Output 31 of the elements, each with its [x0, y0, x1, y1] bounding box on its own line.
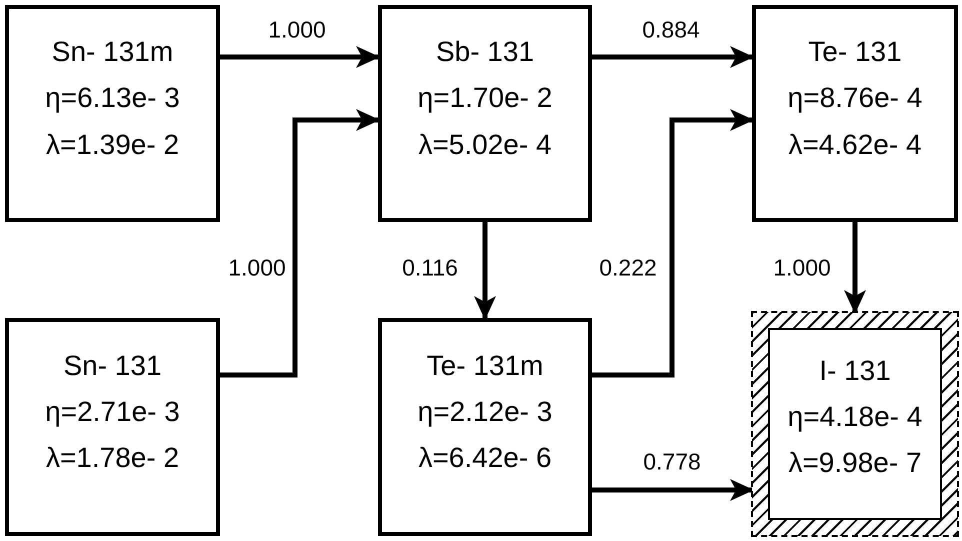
parameter-text: η=4.18e- 4	[788, 400, 922, 434]
arrow	[474, 222, 496, 320]
parameter-text: η=2.12e- 3	[418, 396, 552, 428]
nuclide-name: I- 131	[819, 354, 891, 387]
arrow	[844, 222, 866, 314]
nuclide-box	[752, 312, 958, 536]
arrow	[592, 46, 754, 68]
parameter-text: λ=6.42e- 6	[418, 442, 552, 474]
nuclide-box	[378, 5, 592, 222]
nuclide-name: Sb- 131	[436, 36, 534, 68]
nuclide-name: Te- 131	[808, 36, 902, 68]
parameter-text: η=6.13e- 3	[45, 82, 180, 115]
nuclide-box	[378, 318, 592, 536]
nuclide-box	[5, 5, 220, 222]
parameter-text: λ=1.39e- 2	[46, 128, 180, 161]
parameter-text: η=2.71e- 3	[45, 396, 180, 428]
arrow	[220, 109, 380, 378]
parameter-text: λ=5.02e- 4	[418, 128, 552, 161]
nuclide-box	[752, 5, 958, 222]
arrow	[220, 46, 380, 68]
arrow	[592, 479, 754, 501]
nuclide-box	[5, 318, 220, 536]
nuclide-name: Sn- 131	[63, 350, 162, 382]
parameter-text: λ=1.78e- 2	[46, 442, 180, 474]
parameter-text: η=1.70e- 2	[418, 82, 552, 115]
nuclide-name: Sn- 131m	[52, 36, 174, 68]
nuclide-name: Te- 131m	[426, 350, 544, 382]
parameter-text: λ=4.62e- 4	[788, 128, 922, 161]
arrow	[592, 109, 754, 378]
parameter-text: η=8.76e- 4	[788, 82, 922, 115]
parameter-text: λ=9.98e- 7	[788, 447, 922, 480]
